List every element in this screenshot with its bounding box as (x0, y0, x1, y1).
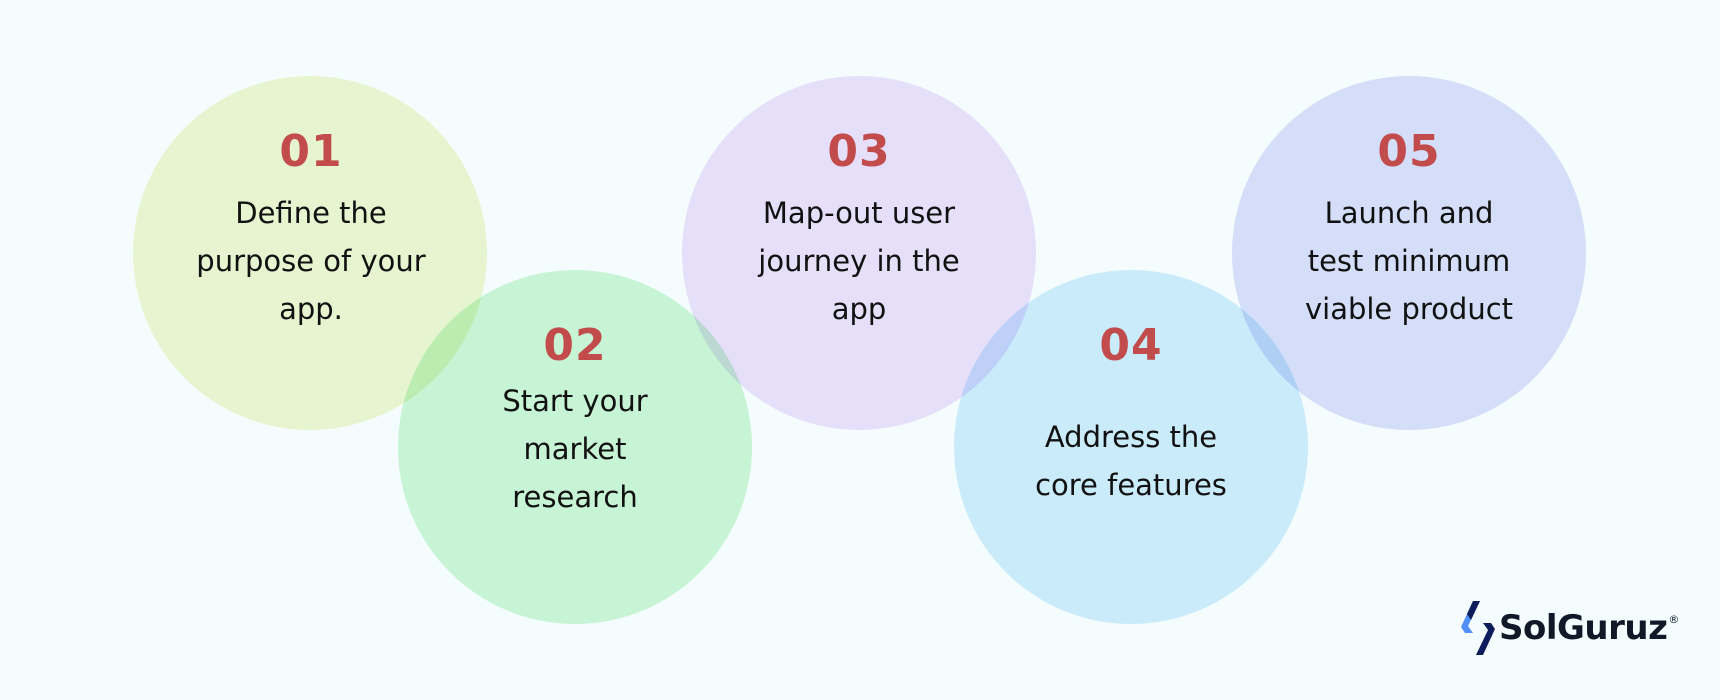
solguruz-logo: SolGuruz ® (1459, 599, 1679, 657)
step-5: 05 Launch and test minimum viable produc… (1259, 127, 1559, 333)
step-1: 01 Define the purpose of your app. (161, 127, 461, 333)
step-description: Address the core features (1035, 420, 1227, 502)
step-4: 04 Address the core features (981, 321, 1281, 509)
step-number: 03 (827, 126, 891, 177)
step-circle-2 (398, 270, 752, 624)
step-description: Map-out user journey in the app (758, 196, 960, 326)
step-circle-5 (1232, 76, 1586, 430)
step-description: Start your market research (502, 384, 648, 514)
step-number: 05 (1377, 126, 1441, 177)
logo-wordmark: SolGuruz (1499, 608, 1668, 648)
registered-mark: ® (1668, 613, 1680, 626)
step-2: 02 Start your market research (425, 321, 725, 521)
step-description: Launch and test minimum viable product (1304, 196, 1514, 326)
step-number: 04 (1099, 320, 1163, 371)
step-number: 02 (543, 320, 607, 371)
step-3: 03 Map-out user journey in the app (709, 127, 1009, 333)
solguruz-chevrons-icon (1461, 601, 1495, 655)
step-number: 01 (279, 126, 343, 177)
step-description: Define the purpose of your app. (196, 196, 426, 326)
